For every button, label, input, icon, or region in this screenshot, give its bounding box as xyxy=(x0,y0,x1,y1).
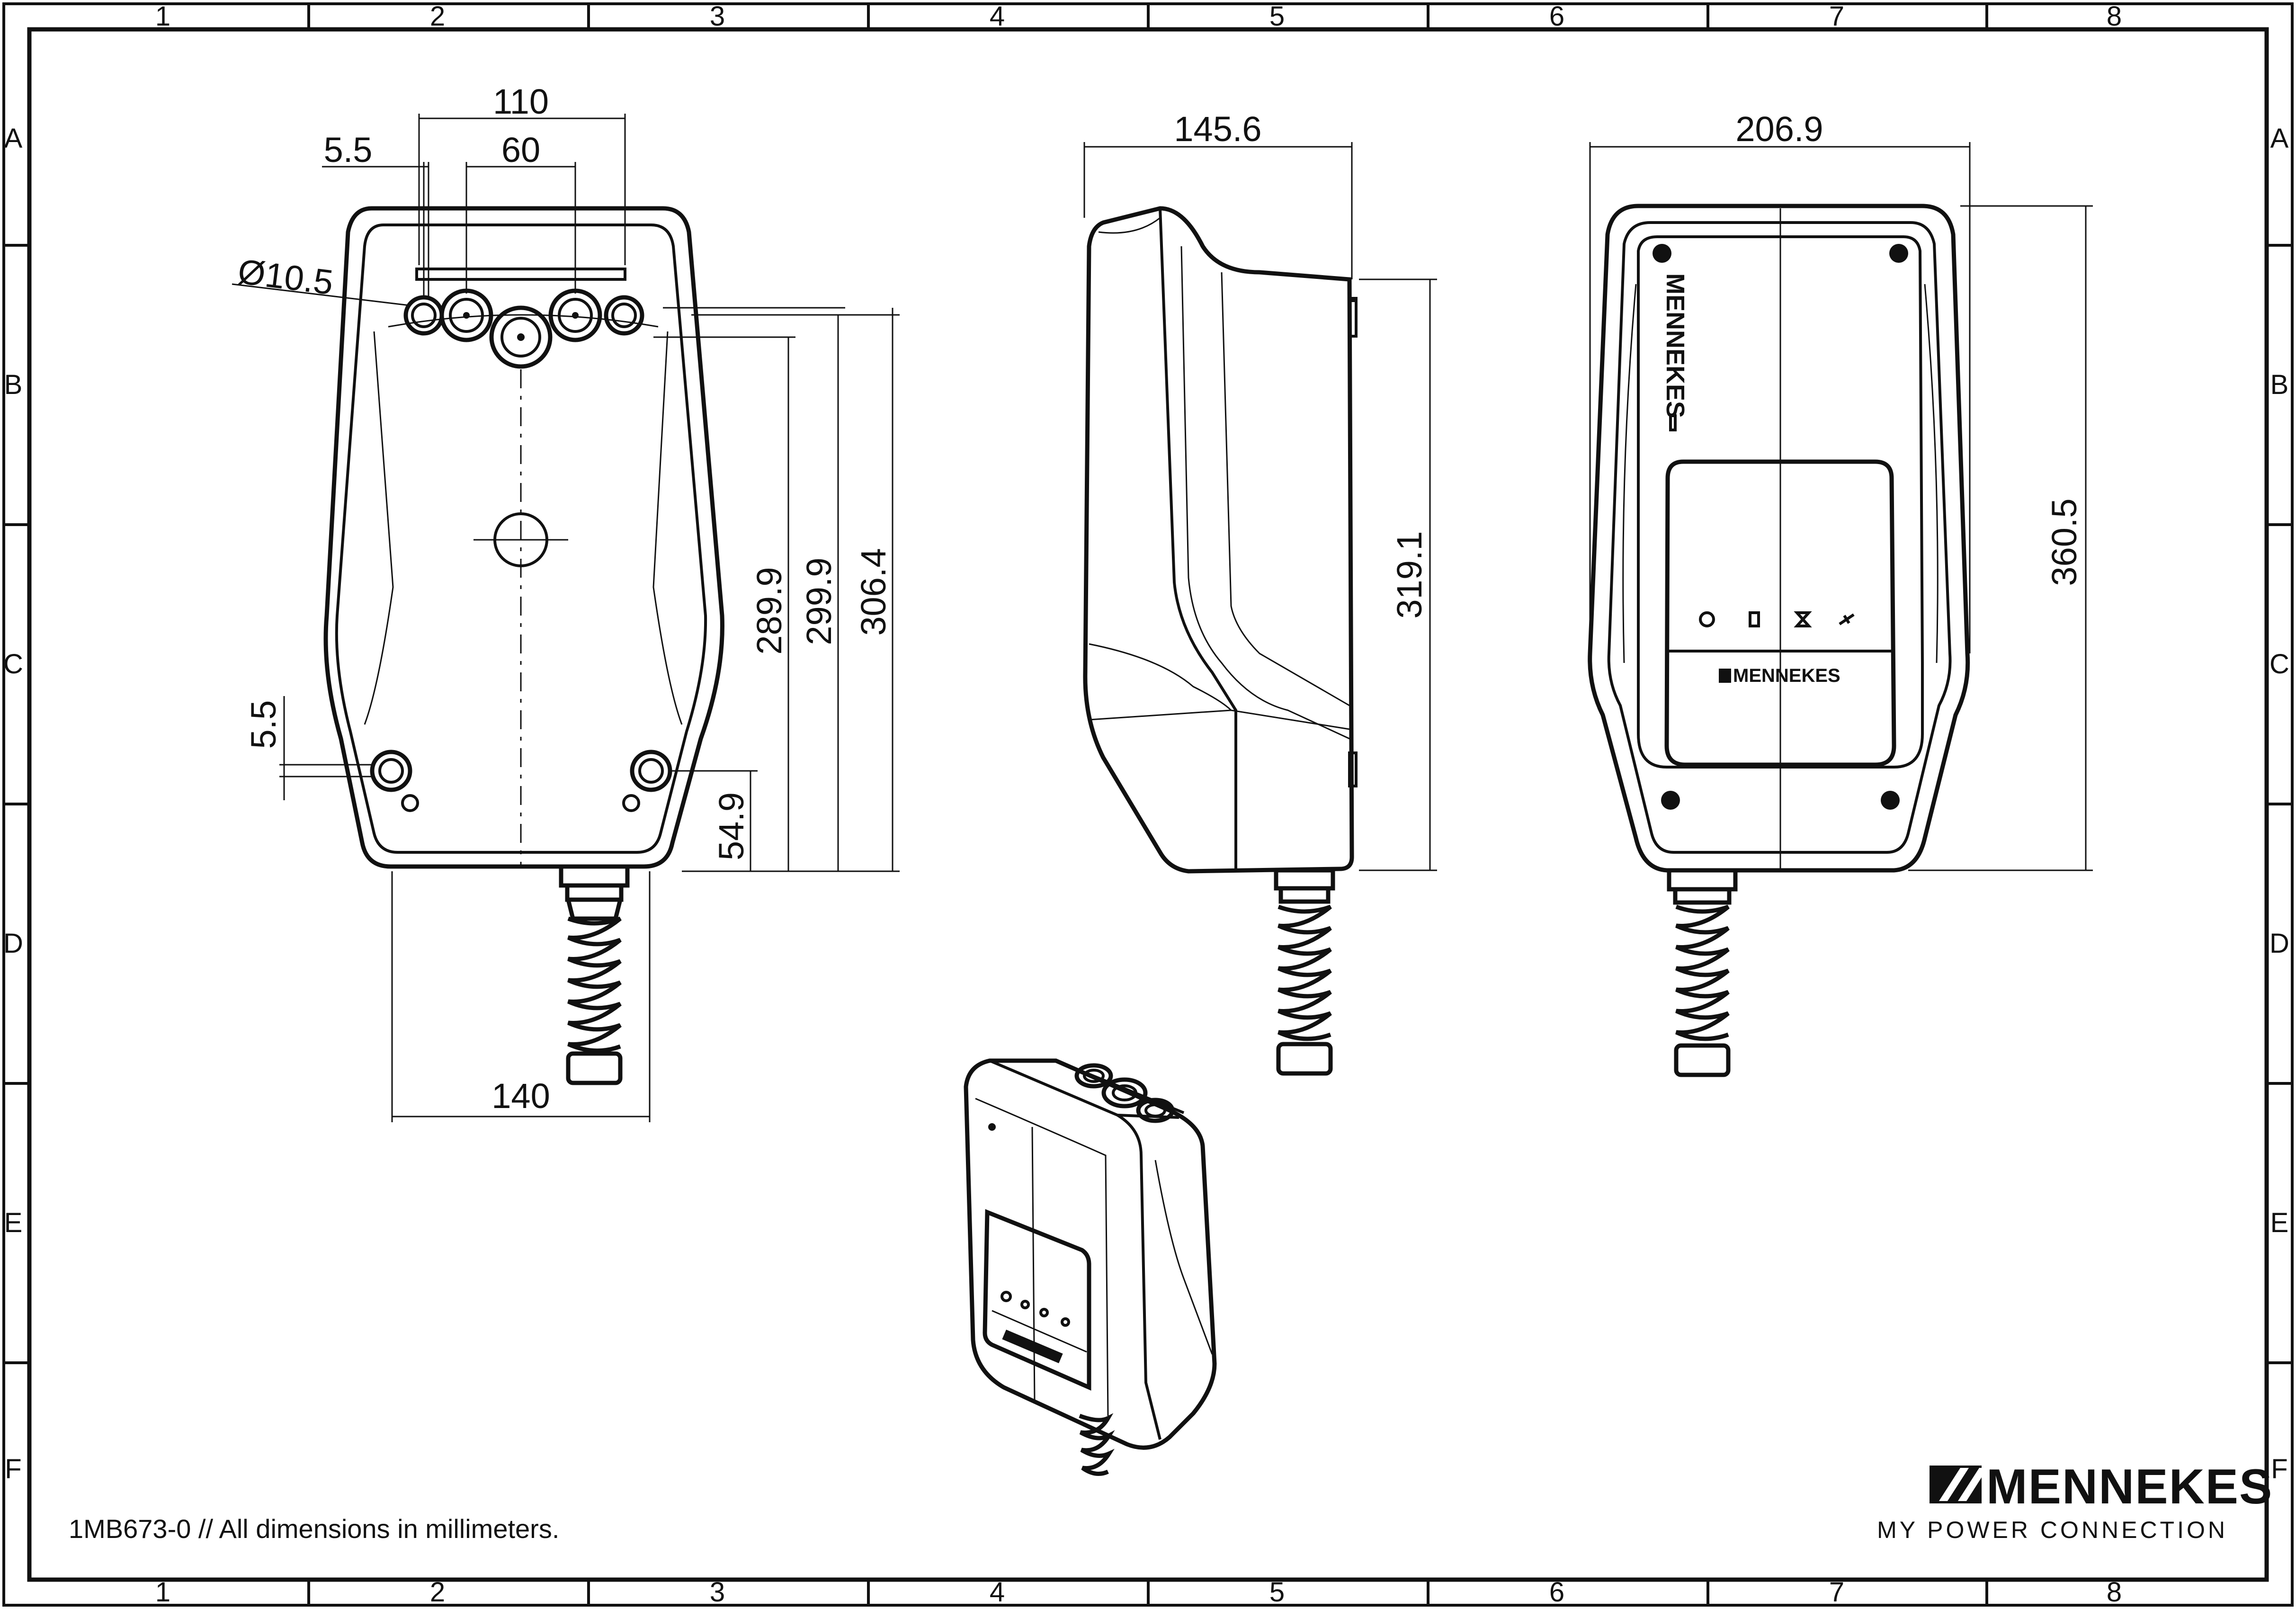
row-label-b-right: B xyxy=(2270,369,2289,400)
row-label-e-right: E xyxy=(2270,1207,2289,1238)
col-label-7: 7 xyxy=(1829,1,1844,32)
back-vertical-brand: MENNEKES xyxy=(1661,273,1689,418)
dim-bottom-width: 140 xyxy=(491,1076,550,1116)
dim-height-289: 289.9 xyxy=(750,567,789,654)
dim-back-width: 206.9 xyxy=(1735,109,1823,149)
side-view: 145.6 319.1 xyxy=(1083,109,1437,1076)
dim-side-height: 319.1 xyxy=(1390,531,1429,618)
row-label-a: A xyxy=(4,123,23,154)
hourglass-icon xyxy=(1794,611,1812,627)
row-label-b: B xyxy=(4,369,23,400)
dim-hole-diameter: Ø10.5 xyxy=(236,251,335,302)
col-label-2: 2 xyxy=(430,1,445,32)
wrench-icon xyxy=(1839,613,1855,626)
col-label-6-bottom: 6 xyxy=(1549,1577,1564,1608)
dim-height-299: 299.9 xyxy=(799,557,839,645)
dim-depth: 145.6 xyxy=(1174,109,1261,149)
row-label-f-right: F xyxy=(2271,1454,2287,1484)
footer: 1MB673-0 // All dimensions in millimeter… xyxy=(69,1459,2273,1544)
front-view: 110 60 5.5 Ø10.5 5.5 140 289.9 299.9 306… xyxy=(232,82,900,1122)
dim-edge-offset: 5.5 xyxy=(324,130,373,170)
row-label-f: F xyxy=(5,1454,21,1484)
front-cable-holes xyxy=(403,288,644,369)
brand-tagline: MY POWER CONNECTION xyxy=(1877,1517,2228,1543)
col-label-3-bottom: 3 xyxy=(710,1577,725,1608)
col-label-5-bottom: 5 xyxy=(1269,1577,1285,1608)
dim-top-width: 110 xyxy=(493,82,549,121)
col-label-8: 8 xyxy=(2107,1,2122,32)
status-icons xyxy=(1699,611,1855,627)
col-label-4-bottom: 4 xyxy=(990,1577,1005,1608)
isometric-view xyxy=(964,1058,1217,1476)
back-view: MENNEKES MENNEKES 206.9 360.5 xyxy=(1588,109,2093,1077)
row-label-c: C xyxy=(3,649,23,679)
row-label-a-right: A xyxy=(2270,123,2289,154)
dim-hole-spacing: 60 xyxy=(501,130,540,170)
row-label-e: E xyxy=(4,1207,23,1238)
col-label-5: 5 xyxy=(1269,1,1285,32)
dim-height-54: 54.9 xyxy=(712,792,751,860)
dim-height-306: 306.4 xyxy=(854,548,893,635)
row-label-c-right: C xyxy=(2269,649,2289,679)
brand-name: MENNEKES xyxy=(1986,1459,2273,1514)
row-label-d-right: D xyxy=(2269,928,2289,959)
col-label-1: 1 xyxy=(155,1,170,32)
col-label-4: 4 xyxy=(990,1,1005,32)
row-label-d: D xyxy=(3,928,23,959)
col-label-3: 3 xyxy=(710,1,725,32)
dim-back-height: 360.5 xyxy=(2045,498,2084,586)
vehicle-icon xyxy=(1749,611,1760,627)
footer-note: 1MB673-0 // All dimensions in millimeter… xyxy=(69,1514,559,1544)
col-label-7-bottom: 7 xyxy=(1829,1577,1844,1608)
power-icon xyxy=(1699,611,1715,627)
brand-logo: MENNEKES xyxy=(1930,1459,2273,1514)
col-label-2-bottom: 2 xyxy=(430,1577,445,1608)
back-panel-brand: MENNEKES xyxy=(1733,665,1840,686)
col-label-8-bottom: 8 xyxy=(2107,1577,2122,1608)
col-label-6: 6 xyxy=(1549,1,1564,32)
dim-side-offset: 5.5 xyxy=(244,700,283,749)
col-label-1-bottom: 1 xyxy=(155,1577,170,1608)
